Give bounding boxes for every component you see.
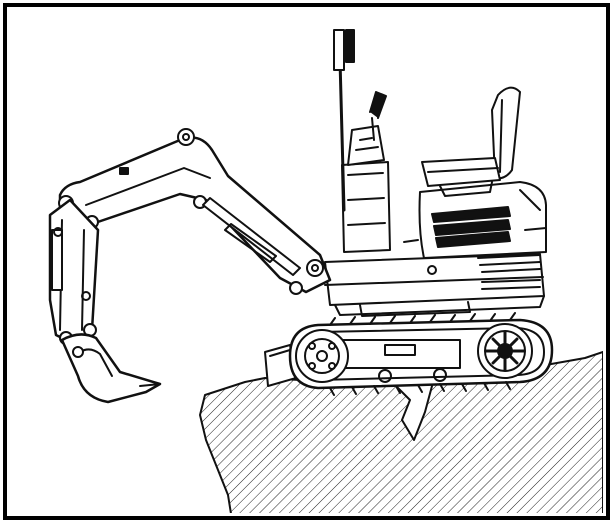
engine-cover xyxy=(418,181,547,259)
excavator-bucket xyxy=(60,333,162,404)
control-console xyxy=(333,29,419,253)
operator-seat xyxy=(421,86,521,197)
drive-sprocket xyxy=(477,323,533,379)
ground-rock xyxy=(391,381,433,441)
excavator-arm xyxy=(48,198,100,347)
boom-cylinder xyxy=(202,197,303,295)
front-idler-wheel xyxy=(295,329,349,383)
